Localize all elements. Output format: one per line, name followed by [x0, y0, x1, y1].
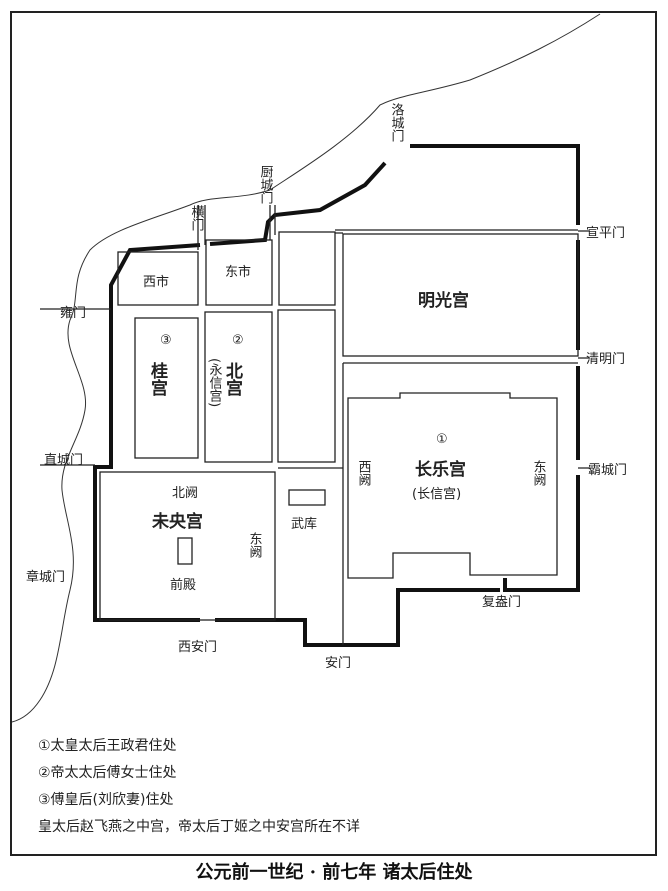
- gate-fuang: 复盎门: [482, 595, 521, 610]
- gate-an: 安门: [325, 656, 351, 671]
- wuku-building: [288, 489, 326, 506]
- label-weiyang-east-que: 东阙: [247, 532, 263, 558]
- gate-xian: 西安门: [178, 640, 217, 655]
- gate-qingming: 清明门: [586, 352, 625, 367]
- label-changle-east-que: 东阙: [531, 460, 547, 486]
- legend-item: ①太皇太后王政君住处: [38, 738, 177, 754]
- label-changle-number: ①: [436, 432, 448, 447]
- label-wuku: 武库: [291, 516, 317, 532]
- gate-heng: 横门: [189, 205, 205, 231]
- label-gui-number: ③: [160, 333, 172, 348]
- label-bei-number: ②: [232, 333, 244, 348]
- label-gui: 桂宫: [147, 361, 169, 397]
- gate-yong: 雍门: [60, 305, 86, 321]
- label-mingguang: 明光宫: [418, 290, 469, 311]
- label-qiandian: 前殿: [170, 577, 196, 593]
- label-dongshi: 东市: [225, 264, 251, 280]
- legend-note: 皇太后赵飞燕之中宫，帝太后丁姬之中安宫所在不详: [38, 819, 360, 835]
- label-changle: 长乐宫: [415, 459, 466, 480]
- label-weiyang: 未央宫: [151, 511, 203, 532]
- gate-zhicheng: 直城门: [44, 453, 83, 468]
- legend-item: ③傅皇后(刘欣妻)住处: [38, 792, 174, 808]
- label-xishi: 西市: [143, 274, 169, 290]
- map-caption: 公元前一世纪 · 前七年 诸太后住处: [195, 862, 473, 883]
- gate-zhangcheng: 章城门: [26, 569, 65, 585]
- city-wall: [93, 144, 580, 647]
- city-blocks: [40, 205, 590, 645]
- map-frame: [10, 11, 657, 856]
- label-weiyang-north-que: 北阙: [172, 486, 198, 501]
- gate-bacheng: 霸城门: [588, 463, 627, 478]
- river: [11, 13, 601, 723]
- label-changle-west-que: 西阙: [356, 460, 372, 486]
- legend-item: ②帝太太后傅女士住处: [38, 765, 177, 781]
- label-bei: 北宫: [222, 362, 243, 397]
- qiandian-building: [177, 537, 193, 565]
- gate-luocheng: 洛城门: [389, 103, 405, 142]
- gate-chucheng: 厨城门: [258, 165, 274, 204]
- label-bei-alt: (永信宫): [207, 358, 223, 407]
- gate-xuanping: 宣平门: [586, 225, 625, 241]
- label-changle-alt: (长信宫): [412, 487, 461, 502]
